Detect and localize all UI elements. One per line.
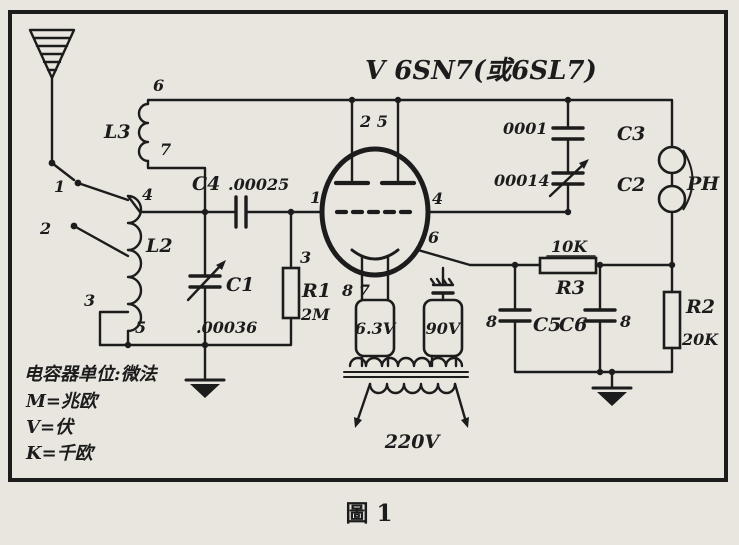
r3-label: R3 [555, 277, 585, 299]
power-transformer [343, 356, 469, 428]
switch-contact-1-label: 1 [54, 177, 65, 196]
mains-lead-arrow-left [354, 417, 362, 428]
r1-label: R1 [301, 280, 331, 302]
c2-value: 00014 [494, 171, 550, 190]
coil-tap-3-wire [98, 310, 130, 347]
terminal-5-label: 5 [135, 318, 146, 337]
c5-label: C5 [533, 314, 561, 336]
c3-value: 0001 [503, 119, 548, 138]
tube-pins-8-7-label: 8 7 [341, 281, 370, 300]
note-capacitor-unit: 电容器单位:微法 [24, 364, 159, 385]
resistor-r3 [538, 255, 598, 275]
bplus-supply-box [422, 298, 464, 358]
heater-supply-box [354, 298, 396, 358]
tube-6sn7 [319, 146, 431, 278]
tube-pin-3-label: 3 [300, 248, 311, 267]
transformer-secondary [368, 382, 457, 395]
headphones-ph [657, 145, 694, 214]
capacitor-c1 [188, 274, 222, 289]
schematic-border [8, 10, 728, 482]
coil-tap-3-label: 3 [84, 291, 95, 310]
capacitor-c3 [551, 126, 585, 141]
heater-voltage: 6.3V [355, 319, 397, 338]
ph-label: PH [686, 173, 720, 195]
coil-l3-label: L3 [103, 121, 131, 143]
capacitor-c5 [498, 308, 532, 323]
tube-pins-2-5-label: 2 5 [359, 112, 388, 131]
c1-label: C1 [226, 274, 254, 296]
bplus-voltage: 90V [426, 319, 462, 338]
c1-value: .00036 [196, 318, 257, 337]
c6-value: 8 [619, 312, 631, 331]
terminal-4-label: 4 [142, 185, 153, 204]
junction-dots [48, 96, 676, 376]
tube-title: V 6SN7(或6SL7) [365, 56, 597, 86]
tube-cathode-arc [350, 248, 400, 261]
c4-value: .00025 [228, 175, 289, 194]
r2-label: R2 [685, 296, 715, 318]
r2-value: 20K [681, 330, 719, 349]
antenna [28, 28, 76, 162]
switch-contact-2-label: 2 [39, 219, 51, 238]
capacitor-c4 [234, 195, 248, 229]
circuit-wiring [98, 98, 674, 390]
tube-pin-6-label: 6 [428, 228, 439, 247]
note-kilohm: K=千欧 [25, 443, 96, 464]
mains-voltage: 220V [384, 431, 442, 453]
r1-value: 2M [300, 305, 331, 324]
transformer-core [343, 371, 469, 378]
capacitor-c2 [551, 171, 585, 186]
c6-label: C6 [559, 314, 587, 336]
c4-label: C4 [192, 173, 220, 195]
c1-trimmer-arrow [186, 260, 226, 302]
resistor-r2 [662, 290, 682, 350]
c2-trimmer-arrow [548, 159, 589, 198]
coil-l3 [137, 102, 150, 163]
c5-value: 8 [485, 312, 497, 331]
capacitor-c6 [583, 308, 617, 323]
transformer-primary [348, 356, 464, 368]
tube-pin-4-label: 4 [432, 189, 443, 208]
mains-lead-arrow-right [461, 417, 469, 428]
tube-pin-1-label: 1 [310, 188, 321, 207]
resistor-r1 [281, 266, 301, 320]
note-volt: V=伏 [26, 417, 75, 438]
r3-value: 10K [551, 237, 588, 256]
figure-caption: 圖 1 [345, 500, 392, 527]
b-plus-cap-symbol [429, 277, 455, 295]
note-megohm: M=兆欧 [25, 391, 100, 412]
terminal-6-label: 6 [153, 76, 164, 95]
c2-label: C2 [617, 174, 645, 196]
c3-label: C3 [617, 123, 645, 145]
coil-l2-label: L2 [145, 235, 173, 257]
antenna-switch [50, 161, 130, 258]
coil-l2 [126, 194, 143, 333]
terminal-7-label: 7 [160, 140, 171, 159]
